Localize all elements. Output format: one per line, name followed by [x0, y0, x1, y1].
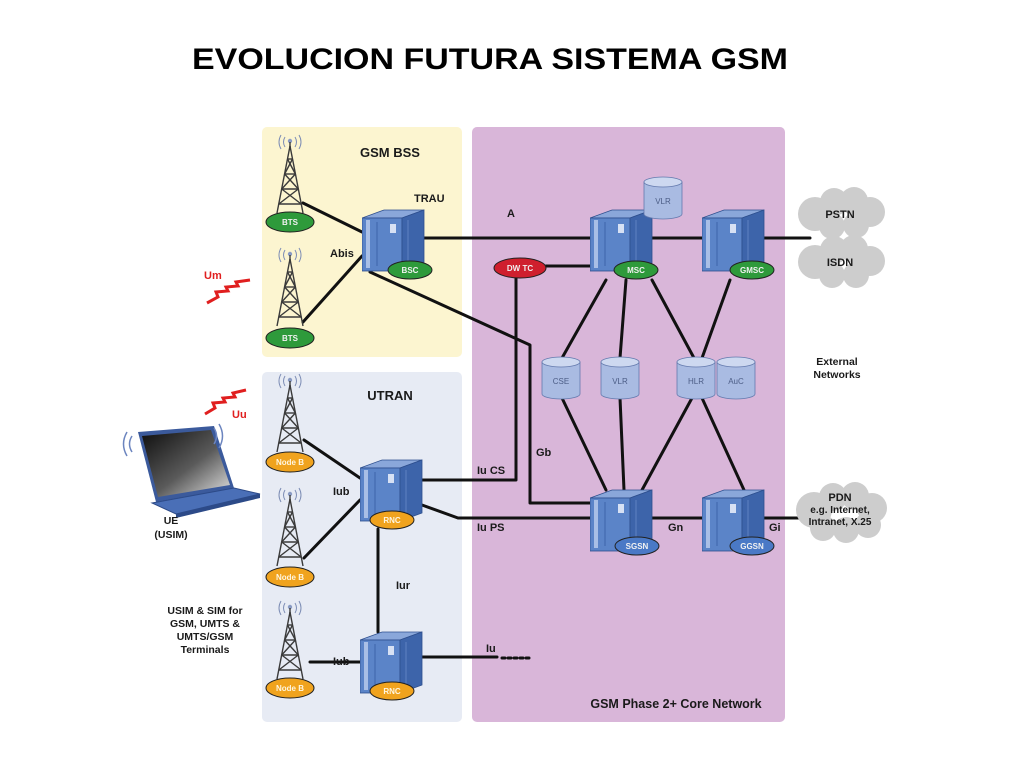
bts-node-1: BTS	[265, 211, 315, 233]
pdn-cloud-icon	[796, 482, 887, 543]
pdn-label: PDN	[828, 492, 851, 504]
terminal-note-line-4: Terminals	[181, 644, 230, 656]
link-sgsn-vlr	[618, 396, 626, 492]
bts-label: BTS	[282, 218, 299, 227]
link-iu-cs	[420, 276, 518, 482]
link-msc-hlr	[650, 278, 696, 360]
utran-label: UTRAN	[367, 388, 413, 403]
auc-label: AuC	[728, 377, 744, 386]
uu-radio-link-icon	[204, 388, 247, 416]
bts-label: BTS	[282, 334, 299, 343]
gmsc-badge	[729, 260, 775, 280]
um-radio-link-icon	[206, 278, 251, 305]
transcoder-node: DW TC	[493, 257, 547, 279]
sgsn-label: SGSN	[626, 542, 649, 551]
usim-label: (USIM)	[154, 529, 187, 541]
cse-label: CSE	[553, 377, 569, 386]
terminal-note-line-3: UMTS/GSM	[177, 631, 234, 643]
msc-badge	[613, 260, 659, 280]
node-b-label: Node B	[276, 684, 304, 693]
interface-label-abis: Abis	[330, 248, 354, 260]
bsc-badge	[387, 260, 433, 280]
link-iu-ps	[420, 503, 592, 520]
link-ggsn-hlr	[700, 396, 746, 492]
bsc-label: BSC	[402, 266, 419, 275]
interface-label-iub: Iub	[333, 486, 350, 498]
gmsc-label: GMSC	[740, 266, 764, 275]
node-b-badge	[265, 451, 315, 473]
ggsn-badge	[729, 536, 775, 556]
node-b-label: Node B	[276, 573, 304, 582]
pstn-cloud-icon	[798, 187, 885, 239]
link-bts1-bsc	[301, 201, 364, 234]
rnc-badge	[369, 510, 415, 530]
terminal-note-line-1: USIM & SIM for	[167, 605, 242, 617]
gmsc-node: GMSC	[729, 260, 775, 280]
msc-node: MSC	[613, 260, 659, 280]
link-msc-cse	[560, 278, 608, 360]
interface-label-iu-ps: Iu PS	[477, 522, 505, 534]
interface-label-iu: Iu	[486, 643, 496, 655]
bts-badge	[265, 327, 315, 349]
isdn-cloud-icon	[798, 235, 885, 288]
link-gmsc-hlr	[700, 278, 732, 360]
rnc-node-1: RNC	[369, 510, 415, 530]
interface-label-um: Um	[204, 270, 222, 282]
ue-label: UE	[164, 515, 179, 527]
ggsn-label: GGSN	[740, 542, 764, 551]
transcoder-label: DW TC	[507, 264, 533, 273]
link-nodeb2-rnc1	[302, 498, 362, 560]
bts-node-2: BTS	[265, 327, 315, 349]
rnc-label: RNC	[383, 516, 401, 525]
interface-label-iur: Iur	[396, 580, 411, 592]
link-gb-bsc-sgsn	[368, 270, 592, 505]
rnc-node-2: RNC	[369, 681, 415, 701]
interface-label-trau: TRAU	[414, 193, 445, 205]
ggsn-node: GGSN	[729, 536, 775, 556]
external-networks-caption-line-1: External	[816, 356, 858, 368]
node-b-1: Node B	[265, 451, 315, 473]
bts-badge	[265, 211, 315, 233]
transcoder-badge	[493, 257, 547, 279]
link-nodeb1-rnc1	[302, 438, 362, 480]
page-title: EVOLUCION FUTURA SISTEMA GSM	[192, 43, 788, 76]
bsc-node: BSC	[387, 260, 433, 280]
external-networks-caption-line-2: Networks	[813, 369, 860, 381]
rnc-label: RNC	[383, 687, 401, 696]
link-bts2-bsc	[301, 254, 364, 324]
isdn-label: ISDN	[827, 257, 853, 269]
pdn-example-line-1: e.g. Internet,	[810, 505, 870, 516]
core-network-label: GSM Phase 2+ Core Network	[590, 697, 761, 711]
node-b-badge	[265, 566, 315, 588]
node-b-3: Node B	[265, 677, 315, 699]
hlr-label: HLR	[688, 377, 704, 386]
interface-label-gi: Gi	[769, 522, 781, 534]
interface-label-gb: Gb	[536, 447, 552, 459]
node-b-2: Node B	[265, 566, 315, 588]
interface-label-iu-cs: Iu CS	[477, 465, 505, 477]
link-sgsn-cse	[560, 396, 608, 492]
laptop-icon	[122, 423, 261, 518]
gsm-bss-label: GSM BSS	[360, 145, 420, 160]
rnc-badge	[369, 681, 415, 701]
link-sgsn-hlr	[640, 396, 694, 492]
interface-label-gn: Gn	[668, 522, 684, 534]
node-b-badge	[265, 677, 315, 699]
network-links	[301, 201, 812, 664]
core-network-region	[472, 127, 785, 722]
msc-label: MSC	[627, 266, 645, 275]
interface-label-a: A	[507, 208, 515, 220]
sgsn-badge	[614, 536, 660, 556]
terminal-note-line-2: GSM, UMTS &	[170, 618, 240, 630]
interface-label-uu: Uu	[232, 409, 247, 421]
vlr-label: VLR	[612, 377, 628, 386]
node-b-label: Node B	[276, 458, 304, 467]
vlr-top-label: VLR	[655, 197, 671, 206]
pdn-example-line-2: Intranet, X.25	[809, 517, 872, 528]
interface-label-iub: Iub	[333, 656, 350, 668]
pstn-label: PSTN	[825, 209, 854, 221]
sgsn-node: SGSN	[614, 536, 660, 556]
link-msc-vlr	[618, 278, 628, 360]
